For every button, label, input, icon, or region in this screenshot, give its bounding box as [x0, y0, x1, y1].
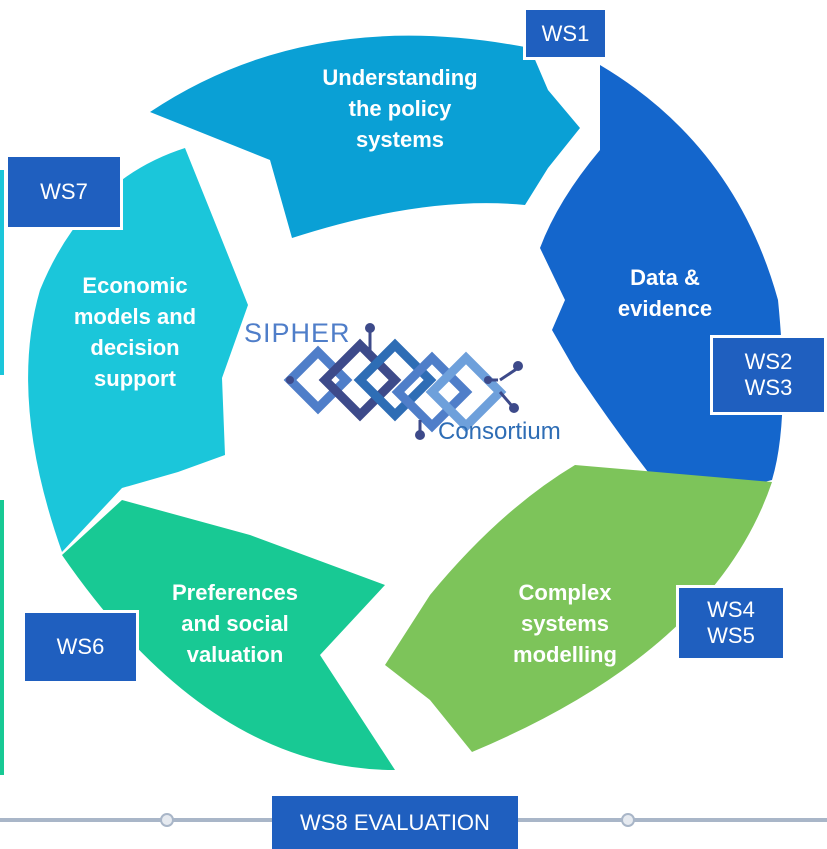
ws4-ws5-badge: WS4 WS5 — [676, 585, 786, 661]
segment-understanding-label: Understanding the policy systems — [322, 65, 478, 152]
segment-understanding-shape — [150, 35, 580, 238]
left-accent-bar-top — [0, 170, 4, 375]
segment-economic-shape — [28, 148, 249, 552]
sipher-logo-mark — [283, 323, 523, 440]
timeline-dot-left — [160, 813, 174, 827]
ws1-badge: WS1 — [523, 7, 608, 60]
segment-economic-label: Economic models and decision support — [73, 273, 197, 391]
ws6-badge: WS6 — [22, 610, 139, 684]
ws7-badge: WS7 — [5, 154, 123, 230]
segment-complex-shape — [385, 465, 772, 752]
left-accent-bar-bottom — [0, 500, 4, 775]
logo-subtitle: Consortium — [438, 418, 561, 445]
segment-data-label: Data & evidence — [617, 265, 713, 321]
segment-preferences-label: Preferences and social valuation — [172, 580, 298, 667]
ws2-ws3-badge: WS2 WS3 — [710, 335, 827, 415]
segment-complex-label: Complex systems modelling — [513, 580, 617, 667]
logo-name: SIPHER — [244, 318, 351, 348]
segment-preferences-shape — [62, 500, 395, 770]
timeline-dot-right — [621, 813, 635, 827]
ws8-evaluation-banner: WS8 EVALUATION — [272, 796, 518, 849]
